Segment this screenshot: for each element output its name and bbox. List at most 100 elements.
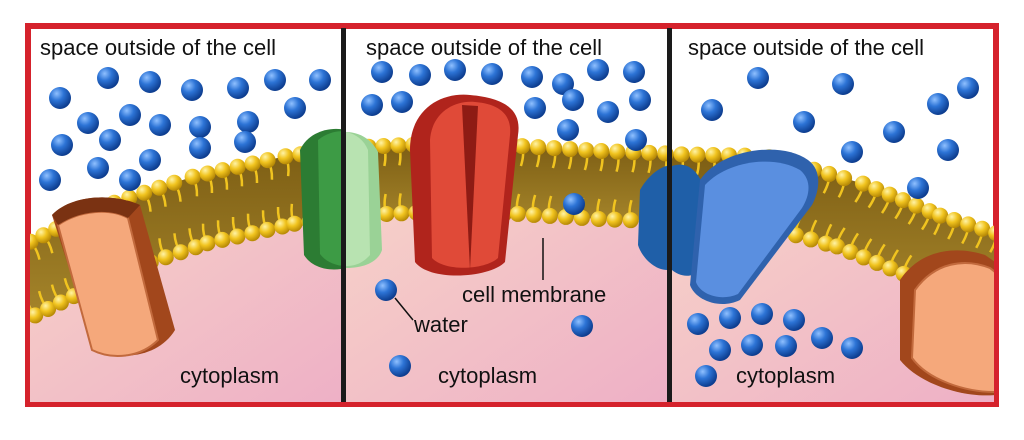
- water-molecule: [832, 73, 854, 95]
- water-molecule: [571, 315, 593, 337]
- panel-2-outside-label: space outside of the cell: [366, 35, 602, 60]
- phospholipid-head: [158, 249, 174, 265]
- water-molecule: [389, 355, 411, 377]
- panel-3-outside-label: space outside of the cell: [688, 35, 924, 60]
- water-molecule: [227, 77, 249, 99]
- water-molecule: [309, 69, 331, 91]
- phospholipid-head: [689, 147, 705, 163]
- phospholipid-head: [379, 206, 395, 222]
- water-molecule: [811, 327, 833, 349]
- cell-membrane-callout-label: cell membrane: [462, 282, 606, 307]
- green-channel-protein-left: [300, 129, 346, 270]
- water-molecule: [234, 131, 256, 153]
- water-molecule: [49, 87, 71, 109]
- water-molecule: [119, 169, 141, 191]
- water-molecule: [119, 104, 141, 126]
- water-molecule: [524, 97, 546, 119]
- water-molecule: [937, 139, 959, 161]
- water-molecule: [409, 64, 431, 86]
- red-channel-protein: [410, 95, 519, 276]
- lipid-tail: [1004, 238, 1010, 257]
- panel-1-outside-label: space outside of the cell: [40, 35, 276, 60]
- water-molecule: [741, 334, 763, 356]
- phospholipid-head: [244, 225, 260, 241]
- water-molecule: [521, 66, 543, 88]
- water-molecule: [264, 69, 286, 91]
- phospholipid-head: [607, 212, 623, 228]
- phospholipid-head: [200, 165, 216, 181]
- water-molecule: [883, 121, 905, 143]
- water-molecule: [361, 94, 383, 116]
- phospholipid-head: [136, 185, 152, 201]
- phospholipid-head: [229, 229, 245, 245]
- phospholipid-head: [1002, 230, 1018, 246]
- phospholipid-head: [199, 235, 215, 251]
- water-molecule: [719, 307, 741, 329]
- water-molecule: [793, 111, 815, 133]
- phospholipid-head: [375, 138, 391, 154]
- phospholipid-head: [510, 206, 526, 222]
- panel-divider-2: [667, 28, 672, 402]
- phospholipid-head: [526, 207, 542, 223]
- water-callout-label: water: [413, 312, 468, 337]
- phospholipid-head: [245, 155, 261, 171]
- water-molecule: [481, 63, 503, 85]
- phospholipid-head: [185, 169, 201, 185]
- phospholipid-head: [836, 170, 852, 186]
- water-molecule: [97, 67, 119, 89]
- water-molecule: [39, 169, 61, 191]
- water-molecule: [841, 337, 863, 359]
- water-molecule: [957, 77, 979, 99]
- water-molecule: [709, 339, 731, 361]
- phospholipid-head: [593, 143, 609, 159]
- phospholipid-head: [10, 240, 26, 256]
- phospholipid-head: [960, 216, 976, 232]
- panel-divider-1: [341, 28, 346, 402]
- panel-1-cytoplasm-label: cytoplasm: [180, 363, 279, 388]
- phospholipid-head: [578, 142, 594, 158]
- water-molecule: [783, 309, 805, 331]
- water-molecule: [139, 71, 161, 93]
- water-molecule: [841, 141, 863, 163]
- phospholipid-head: [609, 144, 625, 160]
- water-molecule: [563, 193, 585, 215]
- water-molecule: [237, 111, 259, 133]
- phospholipid-head: [230, 159, 246, 175]
- phospholipid-head: [562, 141, 578, 157]
- phospholipid-head: [623, 212, 639, 228]
- phospholipid-head: [215, 162, 231, 178]
- green-channel-protein-right: [346, 132, 382, 268]
- phospholipid-head: [166, 175, 182, 191]
- water-molecule: [562, 89, 584, 111]
- phospholipid-head: [674, 146, 690, 162]
- water-molecule: [557, 119, 579, 141]
- water-molecule: [597, 101, 619, 123]
- phospholipid-head: [260, 152, 276, 168]
- water-molecule: [587, 59, 609, 81]
- water-molecule: [747, 67, 769, 89]
- phospholipid-head: [278, 148, 294, 164]
- phospholipid-head: [932, 208, 948, 224]
- lipid-tail: [5, 255, 14, 273]
- water-molecule: [623, 61, 645, 83]
- water-molecule: [139, 149, 161, 171]
- water-molecule: [687, 313, 709, 335]
- water-molecule: [87, 157, 109, 179]
- water-molecule: [701, 99, 723, 121]
- water-molecule: [751, 303, 773, 325]
- phospholipid-head: [394, 205, 410, 221]
- phospholipid-head: [151, 180, 167, 196]
- phospholipid-head: [0, 247, 13, 263]
- water-molecule: [51, 134, 73, 156]
- phospholipid-head: [803, 231, 819, 247]
- water-molecule: [77, 112, 99, 134]
- water-molecule: [189, 116, 211, 138]
- water-molecule: [375, 279, 397, 301]
- water-molecule: [625, 129, 647, 151]
- water-molecule: [189, 137, 211, 159]
- water-molecule: [775, 335, 797, 357]
- phospholipid-head: [705, 147, 721, 163]
- water-molecule: [149, 114, 171, 136]
- phospholipid-head: [173, 244, 189, 260]
- phospholipid-head: [390, 137, 406, 153]
